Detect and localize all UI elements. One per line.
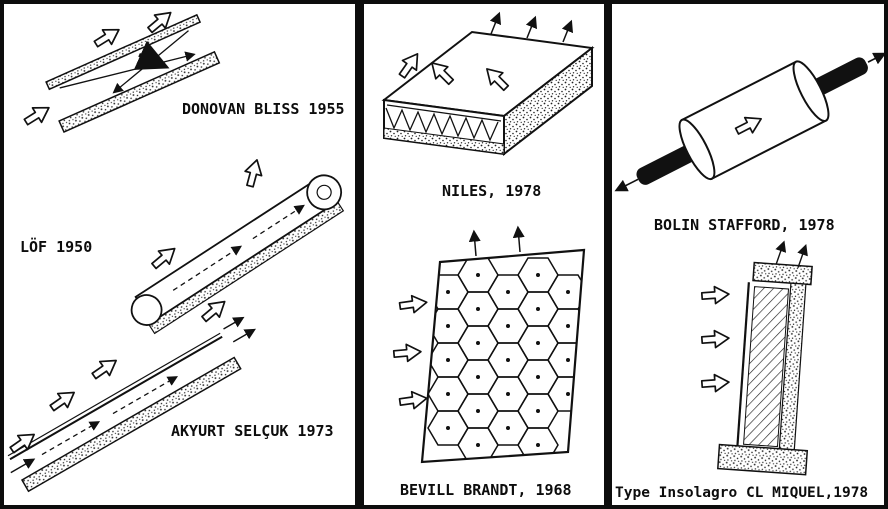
niles-caption: NILES, 1978 [442,182,542,200]
airflow-arrow-icon [700,372,731,394]
panel-divider [355,4,364,505]
insolagro-caption: Type Insolagro CL MIQUEL,1978 [615,485,869,501]
collector-diagrams-canvas [6,5,884,493]
airflow-arrow-icon [90,21,125,53]
airflow-arrow-icon [147,241,181,274]
bolin-stafford-caption: BOLIN STAFFORD, 1978 [654,216,835,234]
bevill-brandt-caption: BEVILL BRANDT, 1968 [400,481,572,499]
panel-divider [604,4,612,505]
bevill-brandt-drawing [392,225,586,464]
airflow-arrow-icon [397,388,429,412]
airflow-arrow-icon [397,292,429,316]
donovan-bliss-drawing [20,5,221,133]
niles-drawing [381,11,595,157]
airflow-arrow-icon [20,99,55,131]
lof-drawing [130,156,345,335]
bolin-stafford-drawing [614,52,884,192]
akyurt-selcuk-drawing [6,316,256,493]
insolagro-miquel-drawing [700,240,813,476]
airflow-arrow-icon [392,342,423,364]
akyurt-selcuk-caption: AKYURT SELÇUK 1973 [171,422,334,440]
airflow-arrow-icon [46,384,80,416]
airflow-arrow-icon [88,352,122,384]
airflow-arrow-icon [700,328,731,350]
lof-caption: LÖF 1950 [20,238,93,256]
airflow-arrow-icon [700,284,731,306]
airflow-arrow-icon [240,156,267,190]
donovan-bliss-caption: DONOVAN BLISS 1955 [182,100,345,118]
